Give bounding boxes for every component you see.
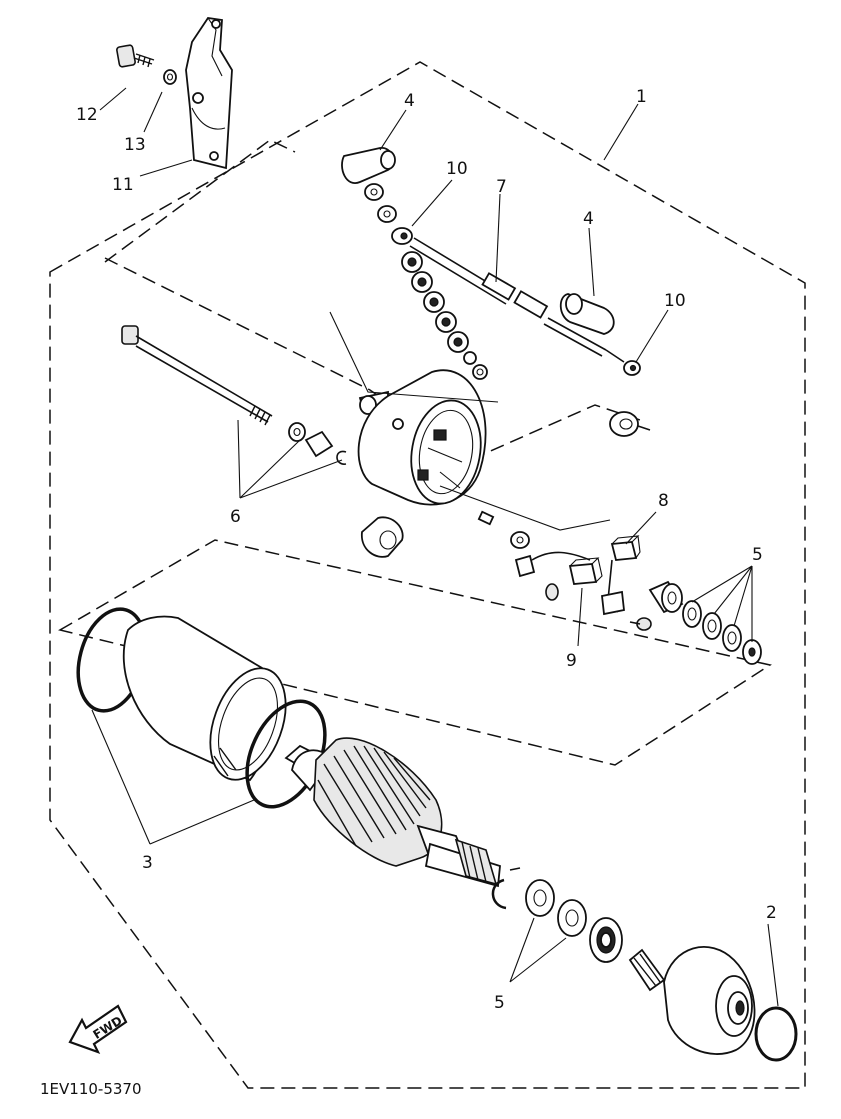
yoke [122,615,287,782]
washer-set-5a [682,600,762,665]
label-part-13: 13 [124,135,146,155]
label-part-5-rear: 5 [752,545,763,565]
label-part-4-lower: 4 [583,209,594,229]
bearing-cap [609,411,651,437]
bearing-front [589,917,623,963]
label-part-10-lower: 10 [664,291,686,311]
front-cover [663,946,756,1055]
label-part-7: 7 [496,177,507,197]
terminal-cap-4a [341,147,396,184]
end-cover-group-boundary [104,257,641,461]
terminal-bolt-7 [409,237,607,357]
label-part-4-upper: 4 [404,91,415,111]
label-part-6: 6 [230,507,241,527]
fwd-arrow-icon: FWD [68,1004,128,1054]
leader-lines [91,87,779,1007]
part-labels: 1 2 3 4 4 5 5 6 7 8 9 10 10 11 12 13 [76,87,777,1013]
o-ring-2 [754,1006,798,1062]
needle-bearing [628,948,666,992]
armature [284,737,501,888]
bolt-12 [116,44,155,68]
washer-13 [163,69,177,85]
label-part-12: 12 [76,105,98,125]
circlip-6c [336,450,347,465]
circlip-front [491,867,521,910]
bracket-group-boundary [104,139,296,263]
label-part-1: 1 [636,87,647,107]
end-cover [357,369,487,506]
label-part-8: 8 [658,491,669,511]
washer-6a [288,422,306,442]
label-part-2: 2 [766,903,777,923]
plate-6b [304,430,334,458]
brush-8 [610,535,641,561]
brush-holder-wiring [439,485,625,616]
through-bolt [121,325,273,426]
assembly-boundary-1 [49,61,806,1089]
yoke-group-boundary [58,539,772,766]
bushing [648,580,684,614]
nut-stack-upper [364,183,397,223]
drawing-code: 1EV110-5370 [40,1080,142,1098]
mounting-bracket [185,17,233,170]
screw-small [629,617,652,631]
terminal-lug-10b [605,349,641,376]
label-part-3: 3 [142,853,153,873]
oil-seal [361,516,404,558]
brush-9 [545,557,603,601]
terminal-lug-10a [391,227,413,245]
label-part-11: 11 [112,175,134,195]
label-part-5-front: 5 [494,993,505,1013]
terminal-cap-4b [559,293,615,335]
label-part-9: 9 [566,651,577,671]
nut-stack-lower [401,251,488,380]
label-part-10-upper: 10 [446,159,468,179]
washer-set-5b [525,879,587,937]
